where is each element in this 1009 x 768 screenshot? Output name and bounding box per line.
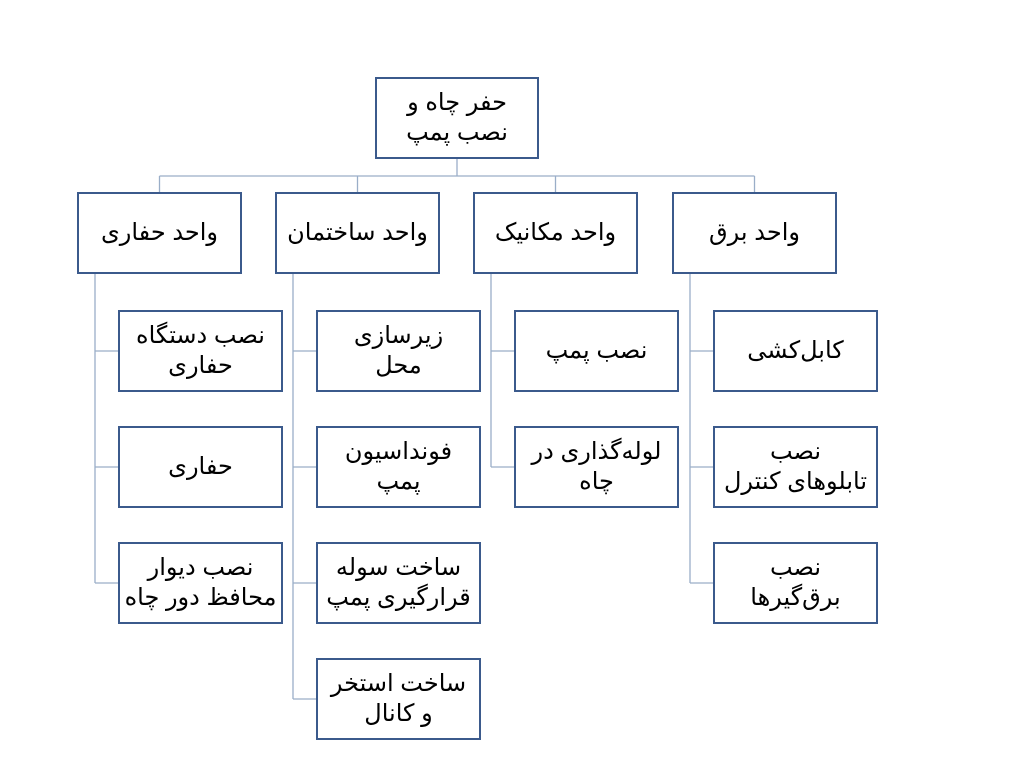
child-node-line: فونداسیون — [344, 438, 453, 465]
child-node-line: و کانال — [364, 700, 433, 727]
child-node-line: تابلوهای کنترل — [723, 468, 868, 495]
child-node-line: برق‌گیرها — [750, 584, 841, 611]
child-node-line: حفاری — [168, 453, 233, 480]
child-node-line: چاه — [579, 468, 614, 495]
child-node-line: قرارگیری پمپ — [326, 584, 471, 611]
child-node-line: لوله‌گذاری در — [531, 438, 662, 465]
column-header-0: واحد حفاری — [77, 192, 242, 274]
child-node-line: کابل‌کشی — [747, 337, 844, 364]
child-node: لوله‌گذاری در چاه — [514, 426, 679, 508]
child-node: حفاری — [118, 426, 283, 508]
child-node: نصب پمپ — [514, 310, 679, 392]
child-node-line: نصب دستگاه — [136, 322, 265, 349]
child-node-line: ساخت استخر — [330, 670, 467, 697]
child-node: نصب تابلوهای کنترل — [713, 426, 878, 508]
child-node: ساخت سوله قرارگیری پمپ — [316, 542, 481, 624]
child-node-line: محافظ دور چاه — [124, 584, 277, 611]
child-node-line: ساخت سوله — [335, 554, 462, 581]
child-node: نصب برق‌گیرها — [713, 542, 878, 624]
child-node-line: حفاری — [168, 352, 233, 379]
child-node-line: زیرسازی — [353, 322, 444, 349]
child-node: کابل‌کشی — [713, 310, 878, 392]
child-node-line: نصب پمپ — [545, 337, 648, 364]
column-header-label: واحد حفاری — [100, 219, 219, 246]
column-header-1: واحد ساختمان — [275, 192, 440, 274]
column-header-label: واحد ساختمان — [287, 219, 428, 246]
column-header-2: واحد مکانیک — [473, 192, 638, 274]
child-node: زیرسازی محل — [316, 310, 481, 392]
child-node-line: نصب — [769, 554, 822, 581]
child-node: ساخت استخر و کانال — [316, 658, 481, 740]
child-node-line: نصب دیوار — [147, 554, 254, 581]
column-header-3: واحد برق — [672, 192, 837, 274]
root-line-2: نصب پمپ — [406, 119, 508, 146]
root-line-1: حفر چاه و — [407, 89, 507, 116]
child-node: نصب دستگاه حفاری — [118, 310, 283, 392]
child-node-line: نصب — [769, 438, 822, 465]
child-node-line: محل — [375, 352, 422, 379]
column-header-label: واحد برق — [709, 219, 800, 246]
child-node-line: پمپ — [376, 468, 421, 495]
root-node: حفر چاه و نصب پمپ — [375, 77, 539, 159]
child-node: فونداسیون پمپ — [316, 426, 481, 508]
column-header-label: واحد مکانیک — [494, 219, 617, 246]
child-node: نصب دیوار محافظ دور چاه — [118, 542, 283, 624]
